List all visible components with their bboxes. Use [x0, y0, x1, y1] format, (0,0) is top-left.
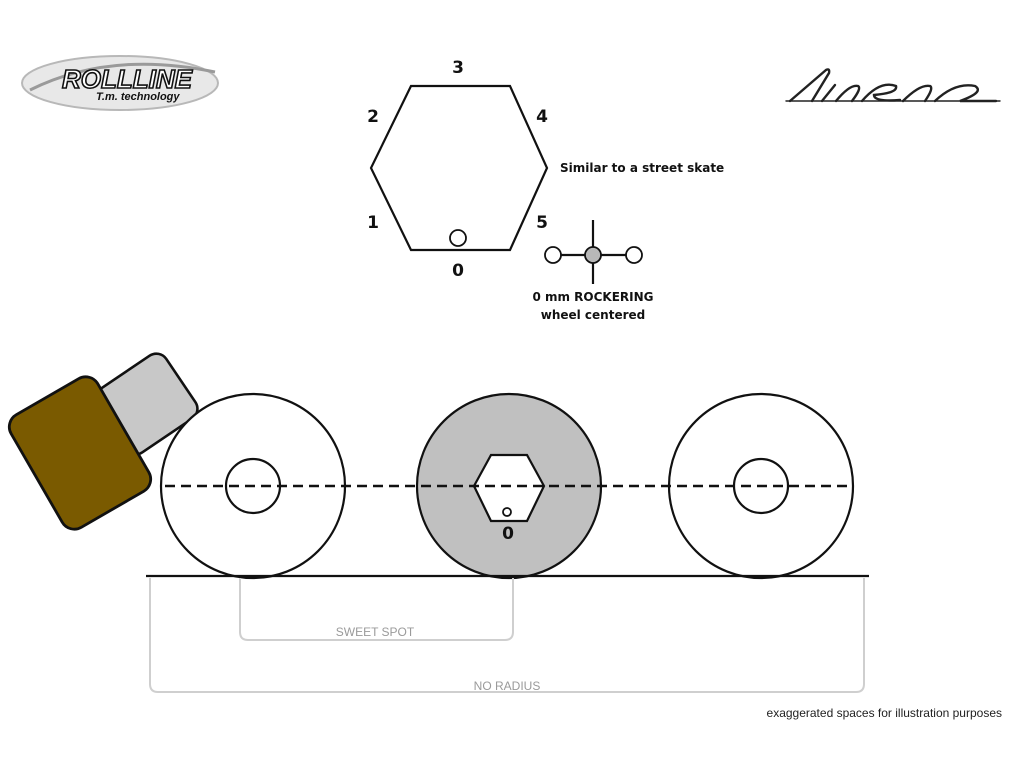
center-wheel-axle-hole	[502, 507, 512, 517]
axle-hole-position-0	[449, 229, 467, 247]
rockering-indicator	[544, 220, 643, 284]
position-label-0: 0	[452, 261, 464, 281]
roll-line-brand: ROLLLINE	[62, 64, 193, 94]
position-label-4: 4	[536, 107, 548, 127]
roll-line-tagline: T.m. technology	[96, 91, 180, 103]
position-label-1: 1	[367, 213, 379, 233]
center-wheel-position-label: 0	[502, 524, 514, 544]
no-radius-bracket	[149, 578, 865, 693]
front-wheel-marker	[544, 246, 562, 264]
skate-boot	[7, 352, 199, 531]
rear-wheel-marker	[625, 246, 643, 264]
hexagon-outline	[369, 84, 549, 252]
hexagon-plate: 0 1 2 3 4 5	[367, 58, 549, 281]
linea-logo	[785, 68, 1001, 103]
position-label-2: 2	[367, 107, 379, 127]
position-label-5: 5	[536, 213, 548, 233]
sweet-spot-bracket	[239, 578, 514, 641]
street-note: Similar to a street skate	[560, 161, 724, 175]
boot-sole	[7, 375, 153, 531]
no-radius-label: NO RADIUS	[474, 679, 541, 693]
center-wheel-marker	[584, 246, 602, 264]
sweet-spot-label: SWEET SPOT	[336, 625, 415, 639]
position-label-3: 3	[452, 58, 464, 78]
rockering-label: 0 mm ROCKERING	[532, 290, 653, 304]
roll-line-logo: ROLLLINE T.m. technology	[21, 55, 219, 111]
rockering-sublabel: wheel centered	[541, 308, 646, 322]
footnote: exaggerated spaces for illustration purp…	[767, 706, 1002, 720]
